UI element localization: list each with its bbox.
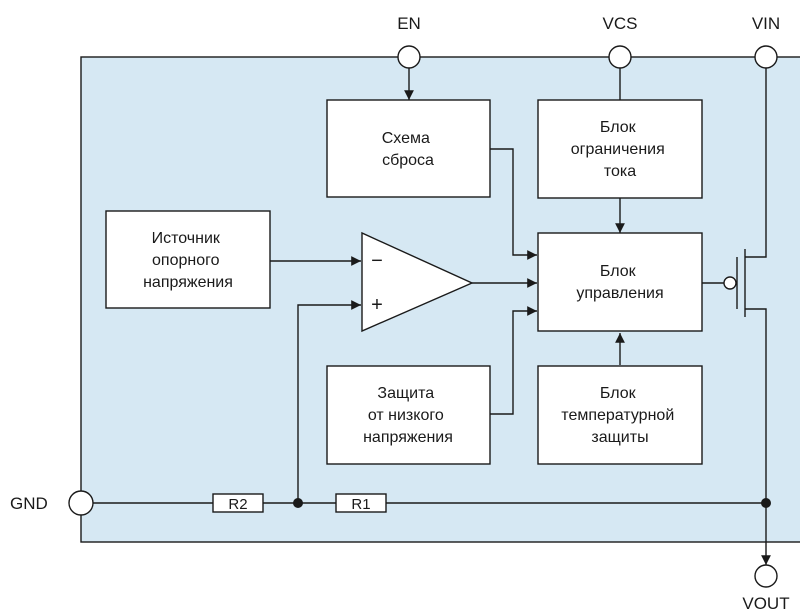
svg-text:Источник опорного: Источник опорного напряжения	[143, 230, 233, 291]
control-block: Блок управления	[537, 232, 703, 332]
gate-bubble	[723, 276, 737, 290]
ref-line-1: Источник	[152, 230, 221, 247]
limit-line-1: Блок	[600, 119, 637, 136]
pin-vcs-label: VCS	[603, 14, 638, 33]
thermal-line-1: Блок	[600, 385, 637, 402]
pin-vin-circle	[754, 45, 778, 69]
pin-vout-label: VOUT	[742, 594, 789, 613]
pin-en-circle	[397, 45, 421, 69]
pass-transistor	[723, 249, 746, 317]
limit-line-2: ограничения	[571, 141, 665, 158]
wire-feedback	[297, 300, 361, 503]
pin-vout-circle	[754, 564, 778, 588]
comparator-minus-sign: −	[371, 250, 383, 272]
control-line-1: Блок	[600, 263, 637, 280]
wire-vin	[745, 68, 767, 258]
reset-block: Схема сброса	[326, 99, 491, 198]
comparator: − +	[361, 231, 474, 333]
svg-text:Блок ограничения т: Блок ограничения тока	[571, 119, 669, 180]
thermal-line-2: температурной	[561, 407, 674, 424]
svg-text:Схема сброса: Схема сброса	[382, 130, 435, 169]
svg-text:Блок управления: Блок управления	[576, 263, 663, 302]
limit-line-3: тока	[604, 163, 636, 180]
ref-line-3: напряжения	[143, 274, 233, 291]
junction-output	[761, 498, 771, 508]
control-line-2: управления	[576, 285, 663, 302]
current-limit-block: Блок ограничения тока	[537, 99, 703, 199]
pin-gnd-circle	[68, 490, 94, 516]
svg-text:Блок температурной: Блок температурной защиты	[561, 385, 678, 446]
ref-line-2: опорного	[152, 252, 220, 269]
pin-gnd-label: GND	[10, 494, 48, 513]
wire-uv-control	[490, 306, 537, 415]
thermal-block: Блок температурной защиты	[537, 365, 703, 465]
uv-line-3: напряжения	[363, 429, 453, 446]
reset-line-1: Схема	[382, 130, 430, 147]
uv-line-2: от низкого	[368, 407, 444, 424]
resistor-r2: R2	[212, 493, 264, 513]
wire-source	[745, 308, 767, 503]
resistor-r1: R1	[335, 493, 387, 513]
pin-en-label: EN	[397, 14, 421, 33]
reference-block: Источник опорного напряжения	[105, 210, 271, 309]
svg-text:Защита от низкого: Защита от низкого напряжения	[363, 385, 453, 446]
uv-line-1: Защита	[377, 385, 434, 402]
resistor-r1-label: R1	[351, 496, 370, 513]
pin-vin-label: VIN	[752, 14, 780, 33]
junction-feedback	[293, 498, 303, 508]
thermal-line-3: защиты	[591, 429, 648, 446]
wire-reset-control	[490, 148, 537, 260]
undervoltage-block: Защита от низкого напряжения	[326, 365, 491, 465]
resistor-r2-label: R2	[228, 496, 247, 513]
reset-line-2: сброса	[382, 152, 434, 169]
pin-vcs-circle	[608, 45, 632, 69]
comparator-plus-sign: +	[371, 294, 383, 316]
